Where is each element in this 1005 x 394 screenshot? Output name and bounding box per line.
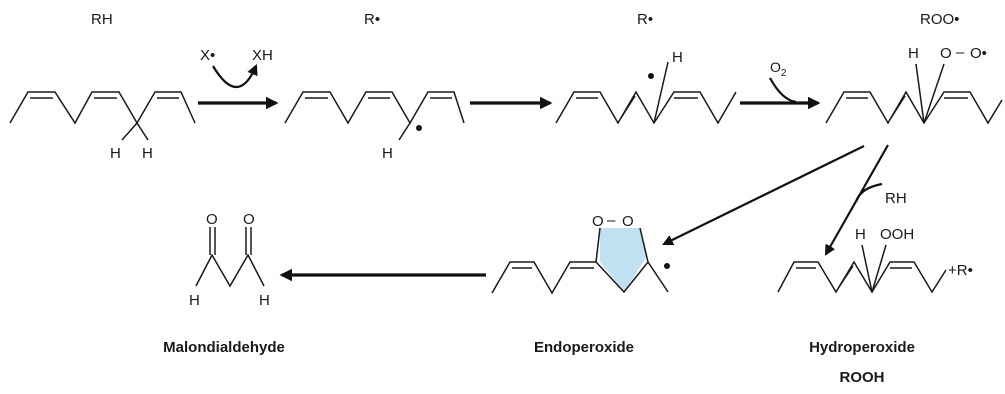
arrow-to-endoperoxide	[662, 145, 865, 246]
label-rh: RH	[91, 11, 113, 28]
reagent-x-radical: X•	[200, 47, 215, 64]
atom-h-a: H	[110, 145, 121, 162]
molecule-radical-1: R• H	[284, 11, 465, 162]
reagent-xh: XH	[252, 47, 273, 64]
label-endoperoxide: Endoperoxide	[534, 339, 634, 356]
atom-o-endo-2: O	[622, 213, 634, 230]
molecule-peroxyl: ROO• H O – O•	[825, 11, 1003, 125]
atom-h-radical-1: H	[382, 145, 393, 162]
atom-mda-o1: O	[206, 211, 218, 228]
atom-mda-h2: H	[259, 292, 270, 309]
reagent-rh: RH	[885, 190, 907, 207]
atom-h-b: H	[142, 145, 153, 162]
atom-mda-o2: O	[243, 211, 255, 228]
atom-h-radical-2: H	[672, 49, 683, 66]
molecule-rh: RH H H	[9, 11, 196, 162]
label-r-radical-2: R•	[637, 11, 653, 28]
label-roo: ROO•	[920, 11, 959, 28]
label-rooh: ROOH	[840, 369, 885, 386]
bond-dash-endo: –	[607, 212, 616, 229]
reagent-o2: O2	[770, 59, 787, 79]
molecule-malondialdehyde: O O H H Malondialdehyde	[163, 211, 285, 356]
arrow-abstraction: X• XH	[198, 47, 279, 110]
atom-o-peroxyl: O	[940, 45, 952, 62]
label-malondialdehyde: Malondialdehyde	[163, 339, 285, 356]
atom-h-hydro: H	[855, 226, 866, 243]
atom-o-peroxyl-radical: O•	[970, 45, 987, 62]
atom-ooh: OOH	[880, 226, 914, 243]
arrow-to-hydroperoxide: RH	[824, 144, 907, 256]
molecule-hydroperoxide: H OOH +R• Hydroperoxide ROOH	[777, 226, 973, 386]
atom-h-peroxyl: H	[908, 45, 919, 62]
product-plus-r: +R•	[948, 262, 973, 279]
molecule-radical-2: R• H	[555, 11, 737, 125]
atom-mda-h1: H	[189, 292, 200, 309]
label-hydroperoxide: Hydroperoxide	[809, 339, 915, 356]
label-r-radical-1: R•	[364, 11, 380, 28]
arrow-oxygenation: O2	[740, 59, 821, 110]
atom-o-endo: O	[592, 213, 604, 230]
bond-dash-peroxyl: –	[956, 44, 965, 61]
molecule-endoperoxide: O – O Endoperoxide	[491, 212, 670, 356]
